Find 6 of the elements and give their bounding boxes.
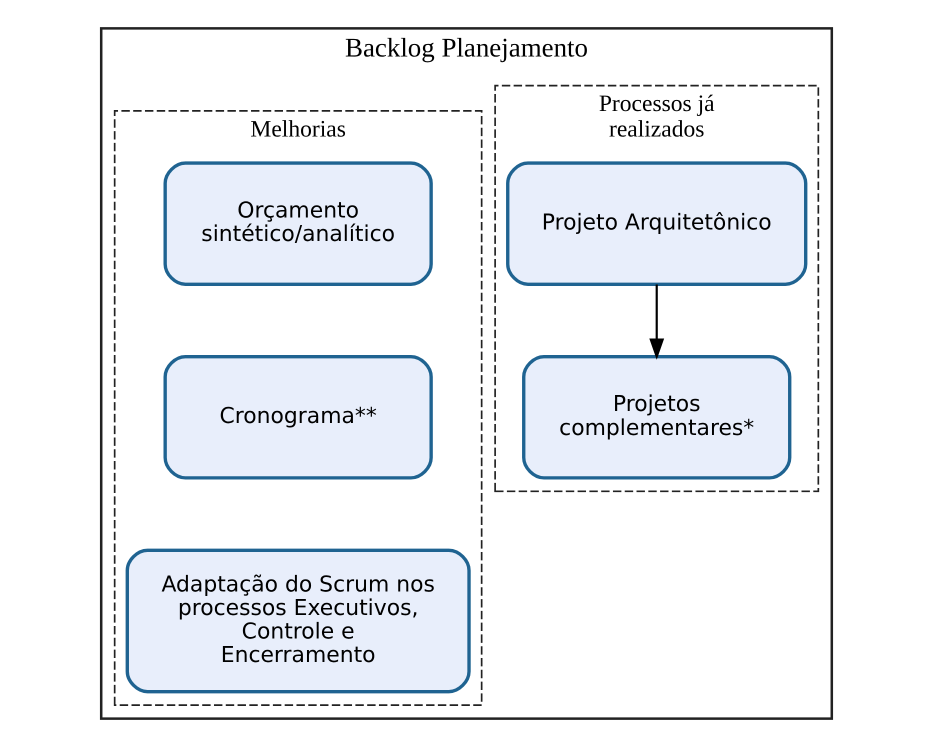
- node-box: Projeto Arquitetônico: [506, 161, 807, 286]
- arrow: [648, 284, 664, 360]
- node-box: Cronograma**: [162, 354, 432, 480]
- node-box: Projetos complementares*: [522, 354, 791, 480]
- node-box: Orçamento sintético/analítico: [162, 161, 432, 286]
- node-box: Adaptação do Scrum nos processos Executivos, Controle e Encerramento: [125, 548, 470, 694]
